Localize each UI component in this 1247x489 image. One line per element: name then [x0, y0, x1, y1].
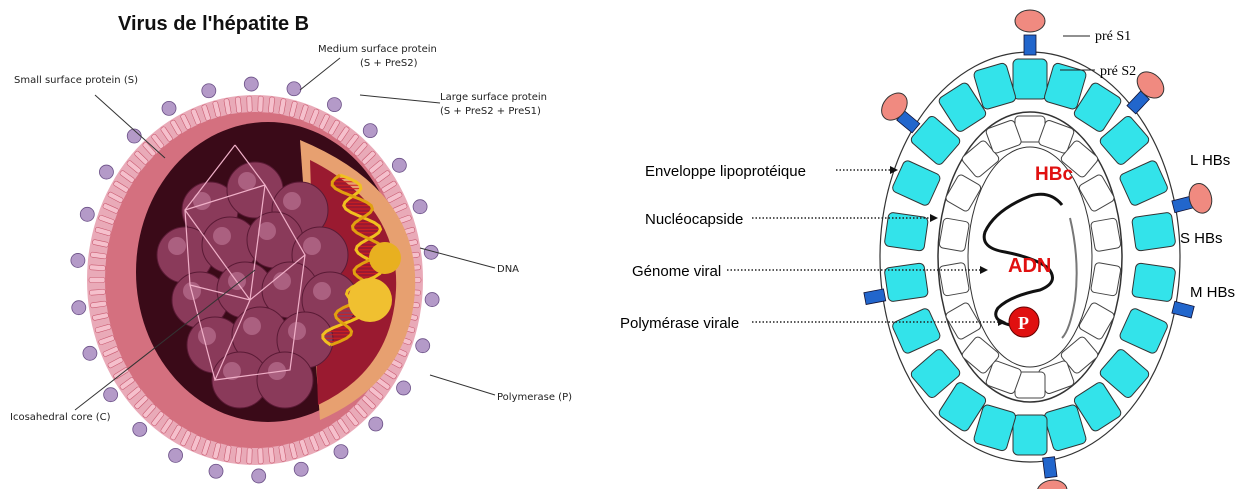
surface-knob — [397, 381, 411, 395]
label-l-hbs: L HBs — [1190, 152, 1230, 169]
pre-s1-cap — [1015, 10, 1045, 32]
hbc-block — [939, 218, 970, 252]
hbs-block — [1132, 263, 1176, 302]
core-sphere-highlight — [288, 322, 306, 340]
surface-knob — [416, 339, 430, 353]
label-icosahedral-core: Icosahedral core (C) — [10, 412, 111, 423]
core-sphere-highlight — [213, 227, 231, 245]
label-genome: Génome viral — [632, 263, 721, 280]
surface-knob — [202, 84, 216, 98]
surface-knob — [244, 77, 258, 91]
polymerase-blob — [348, 278, 392, 322]
surface-knob — [363, 124, 377, 138]
core-sphere-highlight — [313, 282, 331, 300]
label-s-hbs: S HBs — [1180, 230, 1223, 247]
pre-s1-cap — [1186, 181, 1215, 216]
core-sphere-highlight — [273, 272, 291, 290]
surface-knob — [169, 448, 183, 462]
label-medium-surface: Medium surface protein — [318, 44, 437, 55]
surface-knob — [425, 293, 439, 307]
label-polymerase: Polymerase (P) — [497, 392, 572, 403]
adn-label: ADN — [1008, 255, 1051, 277]
core-sphere-highlight — [198, 327, 216, 345]
core-sphere-highlight — [168, 237, 186, 255]
pre-s1-cap — [1036, 478, 1069, 489]
label-nucleocapsid: Nucléocapside — [645, 211, 743, 228]
surface-knob — [209, 464, 223, 478]
surface-knob — [80, 207, 94, 221]
envelope-bead — [247, 448, 253, 464]
surface-knob — [162, 101, 176, 115]
surface-knob — [392, 158, 406, 172]
envelope-bead — [247, 96, 253, 112]
left-virus-illustration: Virus de l'hépatite B Small surfac — [10, 13, 572, 483]
envelope-bead — [89, 278, 105, 283]
core-sphere-highlight — [243, 317, 261, 335]
hbc-label: HBc — [1035, 164, 1073, 185]
core-sphere-highlight — [258, 222, 276, 240]
pre-s2-stalk — [1024, 35, 1036, 55]
hbs-block — [1013, 59, 1047, 99]
polymerase-blob-2 — [369, 242, 401, 274]
core-sphere-highlight — [283, 192, 301, 210]
label-polymerase-virale: Polymérase virale — [620, 315, 739, 332]
label-large-surface: Large surface protein — [440, 92, 547, 103]
surface-knob — [133, 422, 147, 436]
surface-knob — [71, 253, 85, 267]
right-schematic: HBc ADN P Enveloppe lipoprotéique Nucléo… — [620, 10, 1235, 489]
hbc-block — [1090, 218, 1121, 252]
envelope-bead — [258, 96, 264, 112]
core-sphere-highlight — [238, 172, 256, 190]
label-medium-surface-sub: (S + PreS2) — [360, 58, 418, 69]
left-title: Virus de l'hépatite B — [118, 13, 309, 35]
surface-knob — [294, 462, 308, 476]
label-small-surface: Small surface protein (S) — [14, 75, 138, 86]
envelope-bead — [258, 448, 264, 464]
pre-s2-stalk — [1172, 301, 1194, 318]
polymerase-p-label: P — [1018, 313, 1029, 333]
surface-knob — [369, 417, 383, 431]
hbs-block — [1132, 212, 1176, 251]
pre-s2-stalk — [864, 289, 886, 305]
label-dna: DNA — [497, 264, 519, 275]
core-sphere-highlight — [193, 192, 211, 210]
label-large-surface-sub: (S + PreS2 + PreS1) — [440, 106, 541, 117]
surface-knob — [72, 301, 86, 315]
surface-knob — [413, 200, 427, 214]
label-envelope: Enveloppe lipoprotéique — [645, 163, 806, 180]
label-pre-s2: pré S2 — [1100, 64, 1136, 79]
hbs-block — [884, 263, 928, 302]
core-sphere-highlight — [303, 237, 321, 255]
surface-knob — [287, 82, 301, 96]
surface-knob — [252, 469, 266, 483]
surface-knob — [99, 165, 113, 179]
hbs-block — [1013, 415, 1047, 455]
surface-knob — [127, 129, 141, 143]
core-sphere — [257, 352, 313, 408]
envelope-bead — [89, 289, 105, 295]
hbc-block — [939, 262, 970, 296]
surface-knob — [104, 388, 118, 402]
surface-knob — [334, 445, 348, 459]
surface-knob — [83, 346, 97, 360]
envelope-bead — [89, 265, 105, 271]
pre-s2-stalk — [1043, 457, 1057, 478]
surface-knob — [327, 98, 341, 112]
label-pre-s1: pré S1 — [1095, 29, 1131, 44]
label-m-hbs: M HBs — [1190, 284, 1235, 301]
hbc-block — [1090, 262, 1121, 296]
